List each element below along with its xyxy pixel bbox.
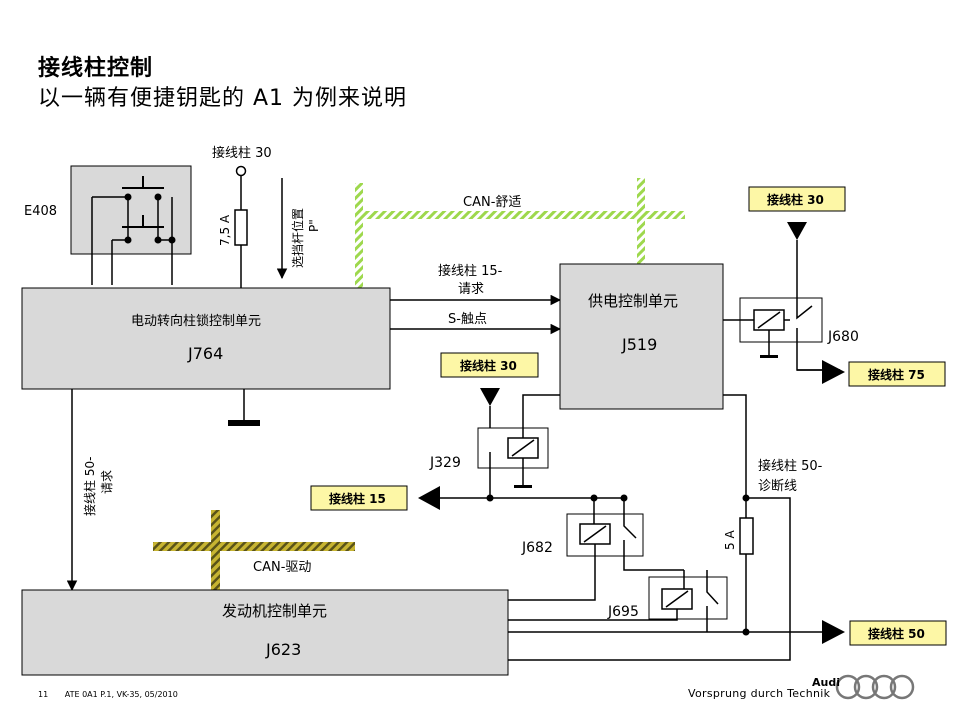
badge-terminal-50-text: 接线柱 50	[868, 626, 925, 641]
j682-label: J682	[521, 540, 553, 556]
slide-subtitle: 以一辆有便捷钥匙的 A1 为例来说明	[38, 86, 408, 111]
j764-name: 电动转向柱锁控制单元	[131, 313, 261, 329]
e408-label: E408	[24, 204, 57, 219]
j764-box	[21, 287, 391, 390]
slide-title: 接线柱控制	[38, 56, 154, 81]
badge-terminal-15-text: 接线柱 15	[329, 491, 386, 506]
fuse-5a-label: 5 A	[723, 530, 737, 550]
badge-terminal-50	[849, 620, 947, 646]
j623-box	[21, 589, 509, 676]
badge-terminal-75-text: 接线柱 75	[868, 367, 925, 382]
can-drive-label: CAN-驱动	[253, 560, 311, 575]
brand-slogan: Vorsprung durch Technik	[688, 687, 831, 700]
j329-label: J329	[429, 455, 461, 471]
t50-request-label-2: 请求	[100, 470, 114, 494]
brand-name: Audi	[812, 676, 840, 689]
audi-rings-logo	[835, 674, 915, 700]
badge-terminal-75	[848, 361, 946, 387]
badge-terminal-15	[310, 485, 408, 511]
can-drive-bus	[153, 510, 355, 590]
badge-terminal-30-right-text: 接线柱 30	[767, 192, 824, 207]
fuse-7-5a	[234, 209, 248, 246]
badge-terminal-30-mid-text: 接线柱 30	[460, 358, 517, 373]
j682-relay	[508, 498, 684, 601]
can-comfort-label: CAN-舒适	[463, 195, 521, 210]
j680-relay	[723, 222, 840, 371]
j519-code: J519	[621, 335, 657, 354]
j623-code: J623	[265, 640, 301, 659]
badge-terminal-30-mid	[440, 352, 539, 378]
j695-label: J695	[607, 604, 639, 620]
fuse-7-5a-label: 7,5 A	[218, 214, 232, 246]
terminal-30-top-label: 接线柱 30	[212, 145, 272, 161]
t50-request-label-1: 接线柱 50-	[82, 457, 97, 516]
selector-p-label-1: 选挡杆位置	[290, 208, 305, 268]
t50-diag-label-1: 接线柱 50-	[758, 458, 823, 474]
j519-name: 供电控制单元	[588, 292, 678, 310]
selector-p-label-2: P"	[307, 219, 321, 232]
j329-relay	[477, 388, 560, 498]
t15-request-label-2: 请求	[458, 282, 484, 297]
j764-code: J764	[187, 344, 223, 363]
j680-label: J680	[827, 329, 859, 345]
s-contact-label: S-触点	[448, 312, 487, 327]
badge-terminal-30-right	[748, 186, 846, 212]
footer-info: 11 ATE 0A1 P.1, VK-35, 05/2010	[38, 690, 192, 699]
t50-diag-label-2: 诊断线	[758, 479, 797, 494]
t15-request-label-1: 接线柱 15-	[438, 263, 503, 279]
fuse-5a	[739, 517, 754, 555]
j519-box	[559, 263, 724, 410]
page-number: 11	[38, 690, 49, 699]
j623-name: 发动机控制单元	[222, 602, 327, 620]
j695-relay	[508, 570, 728, 632]
can-comfort-bus	[355, 178, 685, 289]
document-reference: ATE 0A1 P.1, VK-35, 05/2010	[64, 690, 178, 699]
e408-switch	[70, 165, 192, 285]
